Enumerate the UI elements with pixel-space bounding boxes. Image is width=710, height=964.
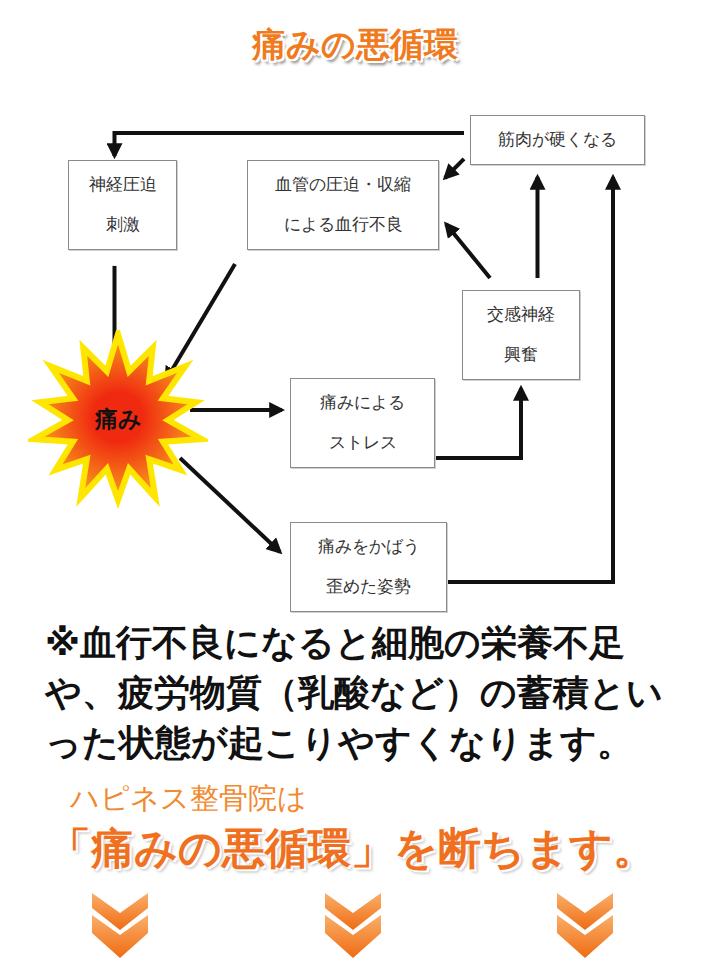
flow-arrow — [447, 177, 613, 582]
flow-arrow — [190, 408, 282, 412]
node-text: 痛みによる ストレス — [299, 383, 426, 463]
diagram-title: 痛みの悪循環 — [0, 22, 710, 68]
flow-arrow — [180, 458, 280, 552]
process-box: 交感神経 興奮 — [462, 290, 580, 380]
chevron — [92, 893, 613, 958]
clinic-name: ハピネス整骨院は — [70, 778, 630, 818]
process-box: 筋肉が硬くなる — [470, 115, 645, 165]
pain-starburst: 痛み — [28, 330, 208, 510]
flow-arrow — [446, 224, 490, 278]
node-text: 痛みをかばう 歪めた姿勢 — [299, 527, 438, 607]
flow-arrow — [166, 264, 235, 380]
node-text: 交感神経 興奮 — [471, 295, 571, 375]
note-text: ※血行不良になると細胞の栄養不足や、疲労物質（乳酸など）の蓄積といった状態が起こ… — [45, 618, 695, 768]
flow-arrow — [115, 133, 465, 156]
node-text: 痛み — [95, 406, 142, 434]
flow-arrow — [445, 159, 464, 178]
process-box: 血管の圧迫・収縮 による血行不良 — [247, 160, 439, 250]
process-box: 痛みをかばう 歪めた姿勢 — [290, 522, 447, 612]
node-text: 神経圧迫 刺激 — [77, 165, 168, 245]
process-box: 神経圧迫 刺激 — [68, 160, 177, 250]
slogan: 「痛みの悪循環」を断ちます。 — [48, 818, 698, 878]
node-text: 筋肉が硬くなる — [498, 120, 617, 160]
process-box: 痛みによる ストレス — [290, 378, 435, 468]
node-text: 血管の圧迫・収縮 による血行不良 — [256, 165, 430, 245]
flow-arrow — [435, 388, 521, 458]
flow-arrow — [536, 177, 540, 278]
